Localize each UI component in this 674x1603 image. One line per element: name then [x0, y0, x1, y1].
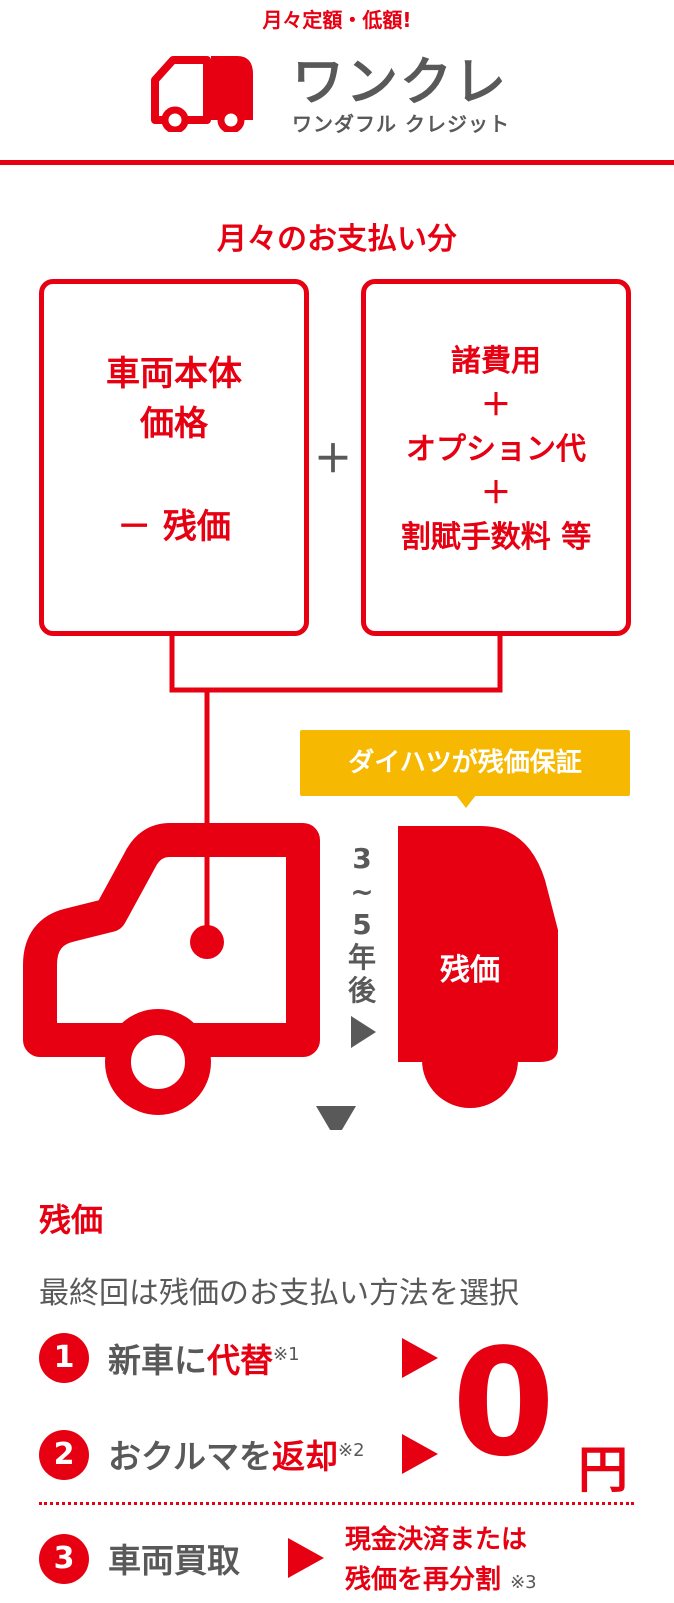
box-right-line3: オプション代 — [406, 432, 586, 467]
option-3-number: 3 — [39, 1534, 89, 1584]
box-right-line2: ＋ — [481, 388, 511, 423]
box-right-line5: 割賦手数料 等 — [400, 520, 592, 555]
option-1-number: 1 — [39, 1333, 89, 1383]
option-1-highlight: 代替 — [207, 1341, 273, 1380]
vehicle-price-box: 車両本体 価格 － 残価 — [39, 279, 309, 636]
years-3: 3 — [352, 842, 372, 875]
tagline: 月々定額・低額! — [262, 8, 412, 32]
option-1-plain: 新車に — [108, 1341, 207, 1380]
monthly-title: 月々のお支払い分 — [217, 222, 457, 257]
years-tilde: ~ — [350, 875, 374, 908]
arrow-right-icon — [288, 1538, 324, 1578]
option-3-result-line2: 残価を再分割 — [345, 1565, 502, 1595]
option-3-result-line1: 現金決済または — [345, 1525, 528, 1555]
box-right-line1: 諸費用 — [451, 344, 541, 379]
brand-subtitle: ワンダフル クレジット — [292, 112, 510, 136]
years-nen: 年 — [347, 941, 376, 974]
box-left-line1: 車両本体 — [106, 354, 242, 394]
option-3-result: 現金決済または 残価を再分割 ※3 — [345, 1520, 537, 1603]
brand-name: ワンクレ — [292, 53, 509, 113]
option-3-text: 車両買取 — [108, 1541, 240, 1580]
years-5: 5 — [352, 908, 372, 941]
truck-icon — [151, 56, 253, 132]
option-1-note: ※1 — [273, 1344, 300, 1365]
years-label: 3 ~ 5 年 後 — [347, 842, 377, 1007]
residual-car-label: 残価 — [440, 953, 500, 988]
option-2-text: おクルマを返却※2 — [108, 1430, 365, 1478]
option-1-text: 新車に代替※1 — [108, 1334, 300, 1382]
box-left-line2: 価格 — [140, 404, 208, 444]
plus-sign: ＋ — [314, 437, 353, 481]
option-3-note: ※3 — [510, 1572, 537, 1593]
dotted-divider — [39, 1502, 634, 1505]
header-divider — [0, 160, 674, 165]
fees-box: 諸費用 ＋ オプション代 ＋ 割賦手数料 等 — [361, 279, 631, 636]
option-2-plain: おクルマを — [108, 1437, 273, 1476]
years-go: 後 — [347, 974, 376, 1007]
option-2-note: ※2 — [338, 1440, 365, 1461]
yen-unit: 円 — [578, 1441, 628, 1499]
payment-diagram — [23, 636, 558, 1130]
option-2-highlight: 返却 — [272, 1437, 339, 1476]
box-right-line4: ＋ — [481, 476, 511, 511]
zero-amount: 0 — [452, 1317, 555, 1489]
residual-description: 最終回は残価のお支払い方法を選択 — [39, 1276, 519, 1311]
box-left-line3: － 残価 — [117, 507, 231, 547]
arrow-right-icon — [402, 1338, 438, 1378]
guarantee-badge: ダイハツが残価保証 — [300, 730, 630, 796]
residual-title: 残価 — [39, 1201, 104, 1239]
option-2-number: 2 — [39, 1430, 89, 1480]
arrow-right-icon — [402, 1434, 438, 1474]
